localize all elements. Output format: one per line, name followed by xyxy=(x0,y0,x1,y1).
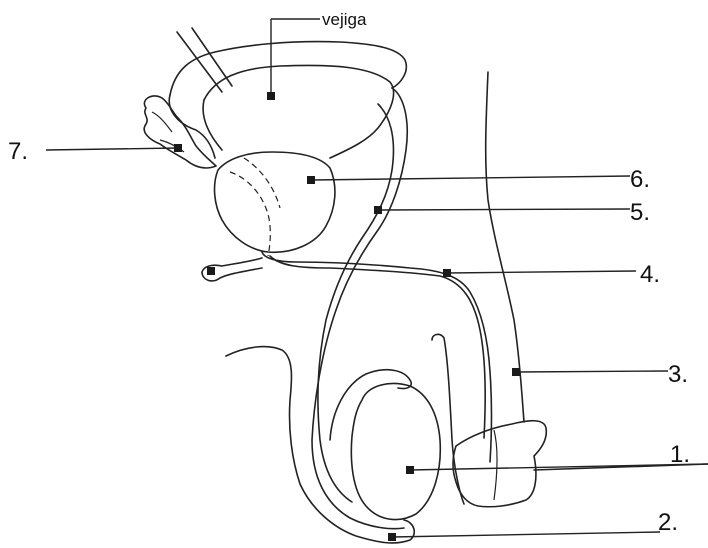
seminal-vesicle xyxy=(144,96,216,168)
marker-vejiga xyxy=(267,92,275,100)
bladder-neck xyxy=(203,100,222,150)
label-2: 2. xyxy=(658,509,678,536)
leader-5 xyxy=(378,209,630,210)
leader-4 xyxy=(447,271,636,273)
marker-2 xyxy=(388,533,396,541)
marker-6 xyxy=(307,176,315,184)
marker-1 xyxy=(406,466,414,474)
epididymis xyxy=(330,370,411,440)
leader-2 xyxy=(392,532,660,537)
label-6: 6. xyxy=(630,166,650,193)
marker-3 xyxy=(512,368,520,376)
glans xyxy=(453,421,546,507)
labels: vejiga 7. 6. 5. 4. 3. 1. 2. xyxy=(8,10,690,536)
label-7: 7. xyxy=(8,138,28,165)
urethra-upper xyxy=(262,252,492,462)
vas-deferens-inner xyxy=(318,104,393,502)
marker-7 xyxy=(174,144,182,152)
label-vejiga: vejiga xyxy=(322,10,367,29)
ejaculatory-duct-dashed xyxy=(230,158,280,256)
marker-5 xyxy=(374,206,382,214)
leader-6 xyxy=(312,176,630,180)
markers xyxy=(174,92,520,541)
bladder-inner-wall xyxy=(204,65,394,158)
bladder-outline xyxy=(170,42,406,95)
glans-inner xyxy=(494,430,497,500)
label-1: 1. xyxy=(670,441,690,468)
label-3: 3. xyxy=(668,361,688,388)
urethra-lower xyxy=(270,256,485,438)
leader-lines xyxy=(46,19,708,537)
label-4: 4. xyxy=(640,261,660,288)
ureter xyxy=(177,28,232,92)
marker-4 xyxy=(443,269,451,277)
marker-bulbourethral xyxy=(207,267,215,275)
leader-7 xyxy=(46,148,178,150)
prostate-outline xyxy=(215,152,335,252)
label-5: 5. xyxy=(630,199,650,226)
leader-3 xyxy=(516,371,668,372)
testis-outline xyxy=(351,384,440,520)
